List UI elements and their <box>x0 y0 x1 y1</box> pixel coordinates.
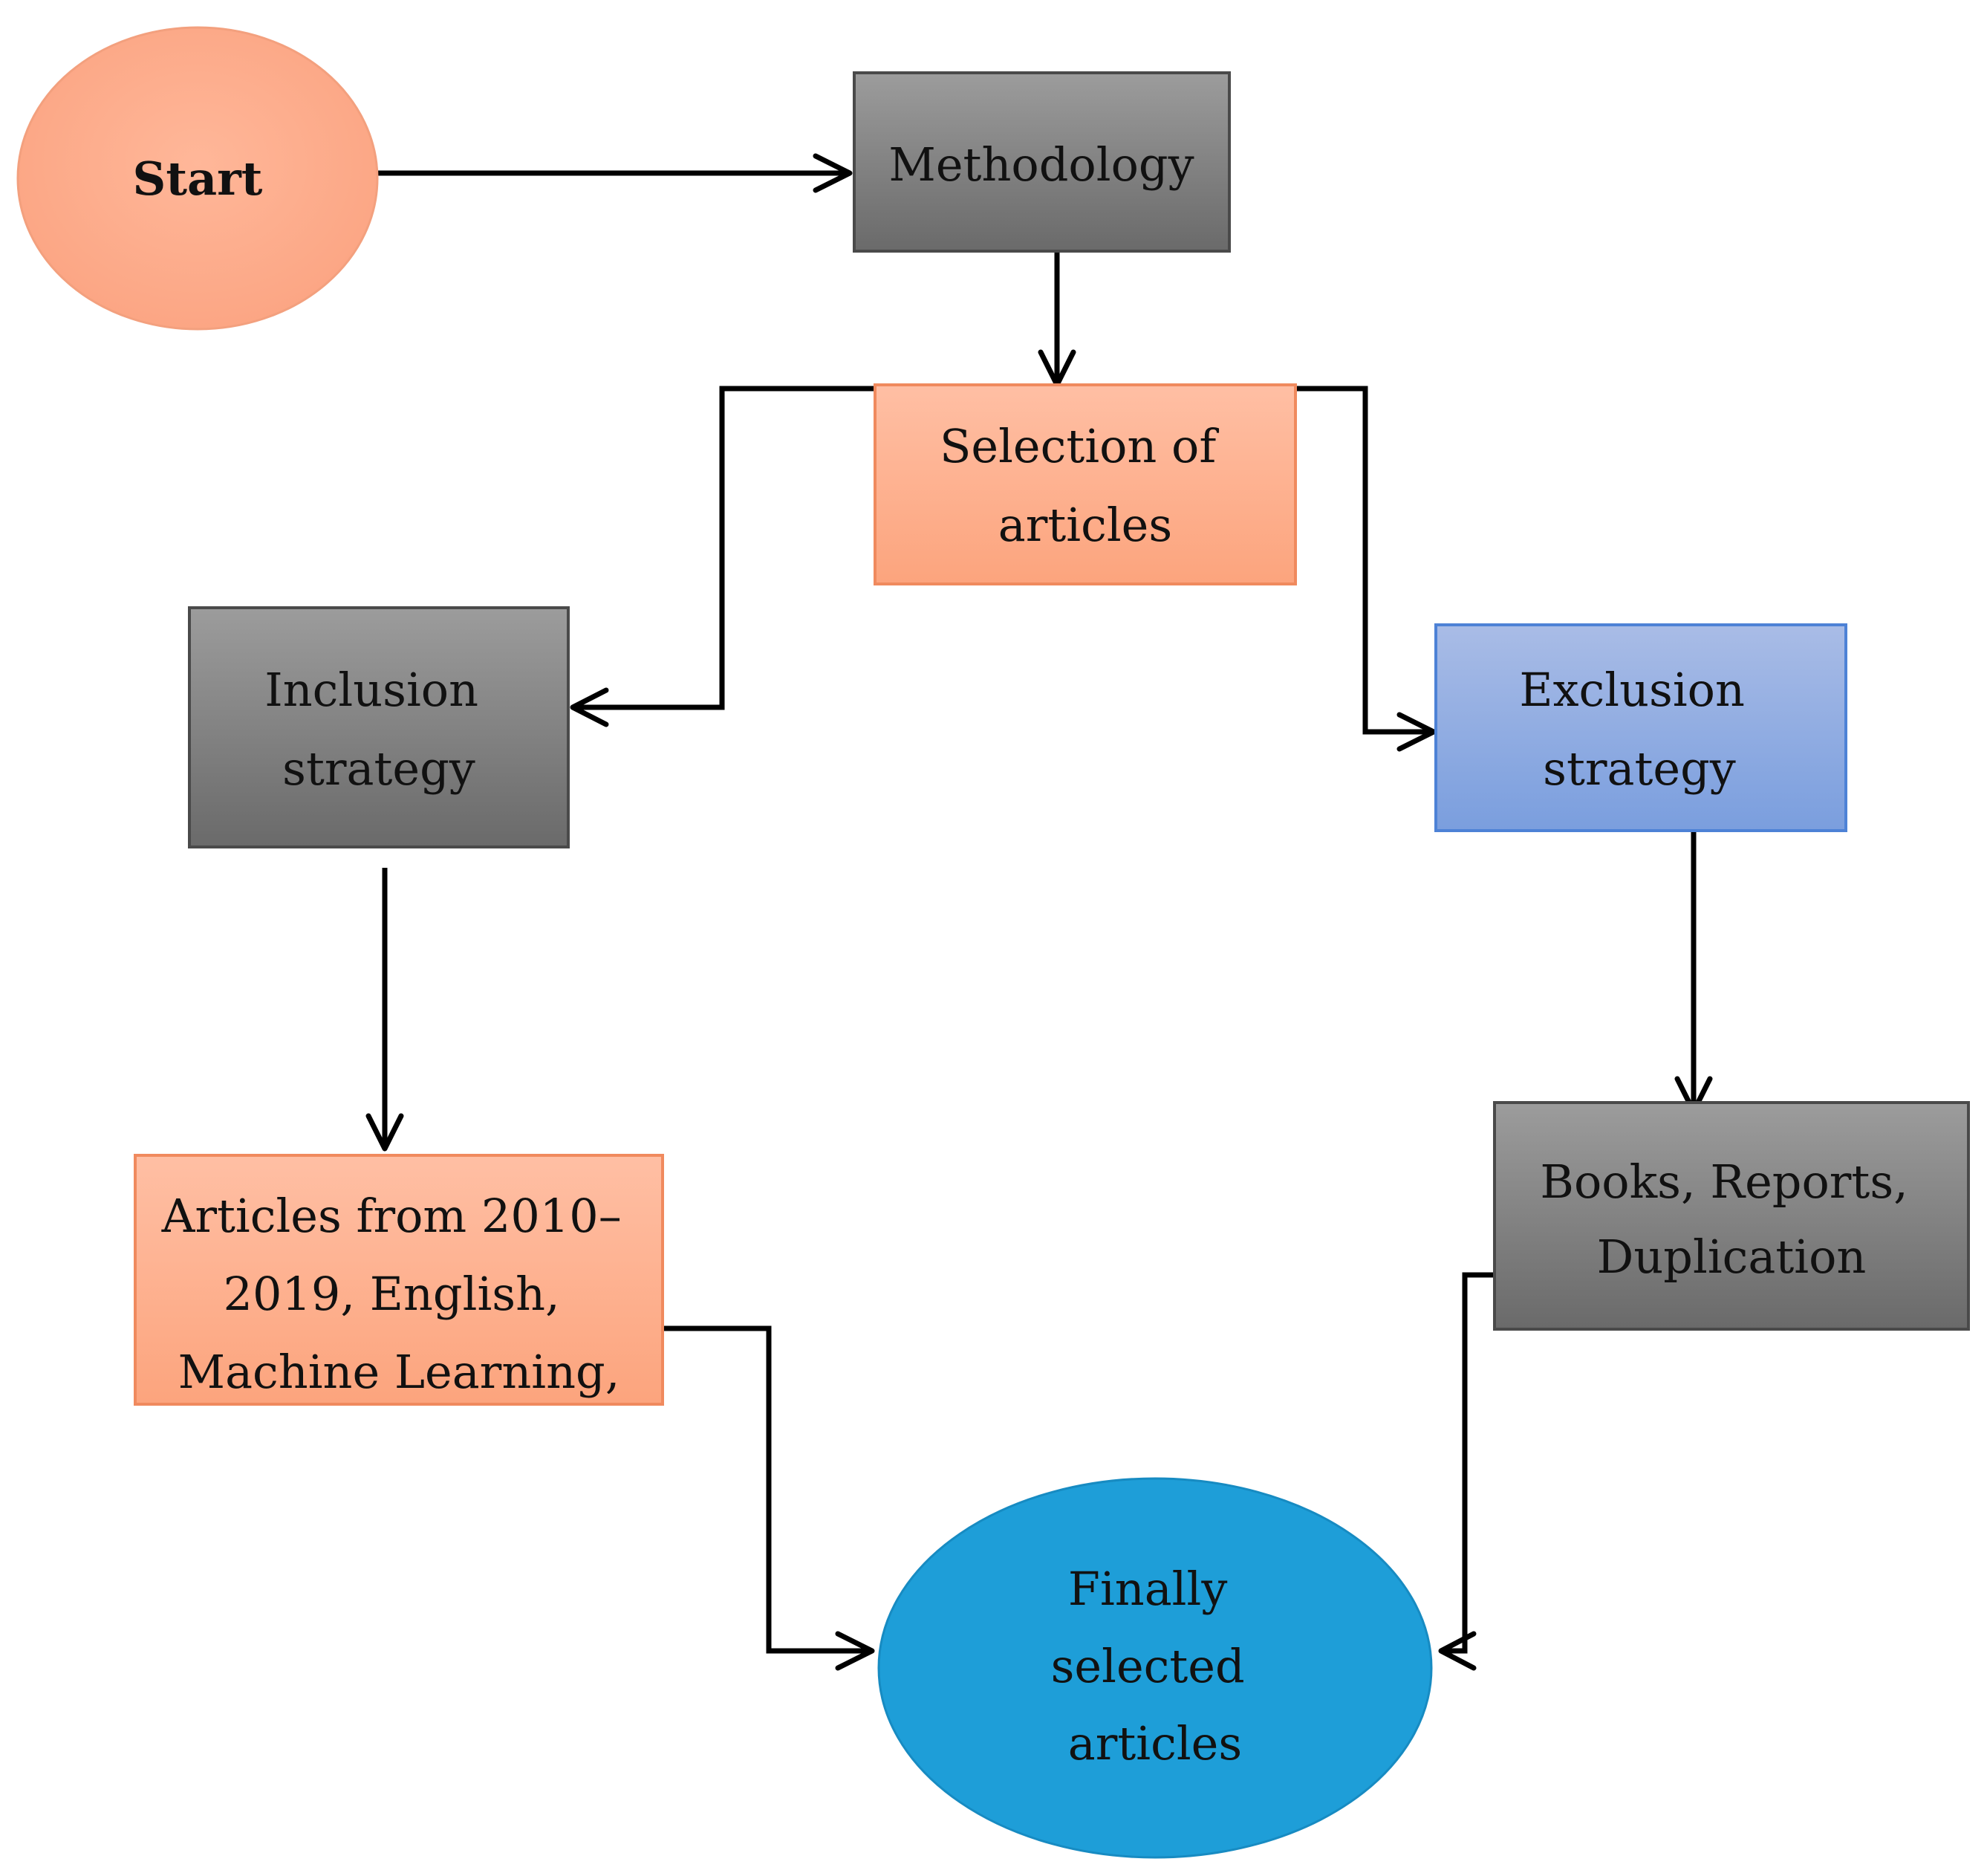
exclusion-label: Exclusion strategy <box>1519 663 1759 796</box>
start-label: Start <box>133 152 263 206</box>
edge-exclusion-criteria-to-final <box>1443 1272 1493 1654</box>
arrowhead-inclusion-criteria <box>365 1113 404 1152</box>
arrowhead-final-left <box>835 1631 875 1671</box>
exclusion-criteria-node: Books, Reports, Duplication <box>1493 1101 1970 1331</box>
methodology-label: Methodology <box>888 137 1194 192</box>
inclusion-label: Inclusion strategy <box>264 663 493 796</box>
connectors <box>365 153 1713 1671</box>
final-label: Finally selected articles <box>1051 1562 1260 1770</box>
arrowhead-final-right <box>1438 1631 1477 1671</box>
inclusion-node: Inclusion strategy <box>188 606 570 848</box>
final-node: Finally selected articles <box>877 1477 1433 1859</box>
inclusion-criteria-label: Articles from 2010– 2019, English, Machi… <box>161 1189 637 1399</box>
selection-label: Selection of articles <box>940 419 1231 552</box>
exclusion-node: Exclusion strategy <box>1434 623 1847 832</box>
start-node: Start <box>16 26 379 331</box>
edge-selection-to-inclusion <box>574 386 875 710</box>
selection-node: Selection of articles <box>874 383 1297 585</box>
methodology-node: Methodology <box>853 71 1231 253</box>
arrowhead-exclusion <box>1396 712 1437 752</box>
exclusion-criteria-label: Books, Reports, Duplication <box>1540 1155 1922 1284</box>
arrowhead-inclusion <box>570 687 609 727</box>
edge-inclusion-criteria-to-final <box>663 1325 871 1654</box>
arrowhead-methodology <box>813 153 853 193</box>
inclusion-criteria-node: Articles from 2010– 2019, English, Machi… <box>134 1154 664 1406</box>
edge-selection-to-exclusion <box>1295 386 1432 735</box>
